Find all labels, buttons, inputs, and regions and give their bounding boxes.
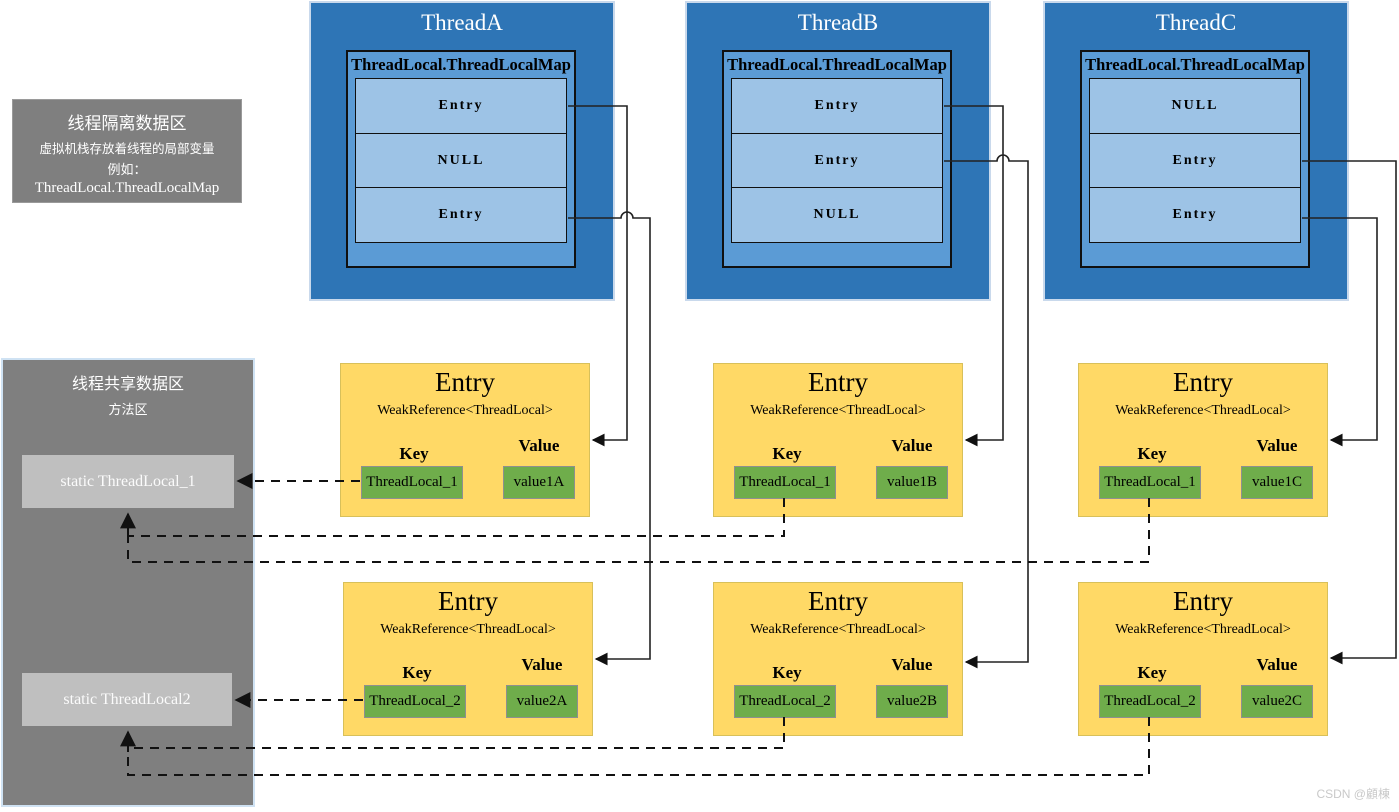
value-chip: value2B [876,685,948,718]
weak-reference-label: WeakReference<ThreadLocal> [380,622,556,637]
entry-title: Entry [1173,586,1233,616]
value-label: Value [518,436,560,455]
entry-box-c2: Entry WeakReference<ThreadLocal> Key Val… [1078,582,1328,736]
entry-box-b2: Entry WeakReference<ThreadLocal> Key Val… [713,582,963,736]
map-title: ThreadLocal.ThreadLocalMap [1085,55,1305,74]
map-slot: NULL [1089,78,1301,134]
map-slots: Entry Entry NULL [731,78,943,243]
isolated-area-line2: 虚拟机栈存放着线程的局部变量 [39,142,215,156]
key-to-static-dashed-lines [127,473,1150,776]
entry-title: Entry [438,586,498,616]
key-label: Key [1137,663,1167,682]
key-chip: ThreadLocal_1 [734,466,836,499]
value-chip: value2C [1241,685,1313,718]
dashed-c2-to-static2 [127,717,1150,776]
threadlocal-map: ThreadLocal.ThreadLocalMap Entry NULL En… [346,50,576,268]
isolated-area-line3: 例如： [107,162,147,177]
shared-area-subtitle: 方法区 [108,402,148,417]
isolated-area-note: 线程隔离数据区 虚拟机栈存放着线程的局部变量 例如： ThreadLocal.T… [12,99,242,203]
shared-area-title: 线程共享数据区 [71,376,184,393]
map-slot: NULL [731,187,943,243]
map-slot: Entry [1089,132,1301,189]
value-chip: value1B [876,466,948,499]
weak-reference-label: WeakReference<ThreadLocal> [377,403,553,418]
map-slots: NULL Entry Entry [1089,78,1301,243]
value-label: Value [1256,436,1298,455]
map-title: ThreadLocal.ThreadLocalMap [351,55,571,74]
map-slot: Entry [355,78,567,134]
value-label: Value [1256,655,1298,674]
key-label: Key [772,444,802,463]
value-label: Value [521,655,563,674]
key-chip: ThreadLocal_1 [1099,466,1201,499]
value-chip: value1A [503,466,575,499]
weak-reference-label: WeakReference<ThreadLocal> [1115,403,1291,418]
map-slots: Entry NULL Entry [355,78,567,243]
dashed-c1-to-static1 [127,498,1150,563]
weak-reference-label: WeakReference<ThreadLocal> [750,403,926,418]
thread-box-a: ThreadA ThreadLocal.ThreadLocalMap Entry… [311,3,613,299]
static-threadlocal-2-box: static ThreadLocal2 [22,673,232,726]
key-chip: ThreadLocal_2 [734,685,836,718]
map-slot: Entry [731,132,943,189]
value-label: Value [891,436,933,455]
weak-reference-label: WeakReference<ThreadLocal> [1115,622,1291,637]
thread-box-c: ThreadC ThreadLocal.ThreadLocalMap NULL … [1045,3,1347,299]
threadlocal-map: ThreadLocal.ThreadLocalMap Entry Entry N… [722,50,952,268]
key-chip: ThreadLocal_2 [364,685,466,718]
map-slot: Entry [731,78,943,134]
entry-box-b1: Entry WeakReference<ThreadLocal> Key Val… [713,363,963,517]
static-threadlocal-1-box: static ThreadLocal_1 [22,455,234,508]
key-label: Key [772,663,802,682]
map-title: ThreadLocal.ThreadLocalMap [727,55,947,74]
entry-title: Entry [1173,367,1233,397]
value-chip: value2A [506,685,578,718]
entry-box-c1: Entry WeakReference<ThreadLocal> Key Val… [1078,363,1328,517]
key-chip: ThreadLocal_1 [361,466,463,499]
entry-box-a2: Entry WeakReference<ThreadLocal> Key Val… [343,582,593,736]
shared-area: 线程共享数据区 方法区 static ThreadLocal_1 static … [3,360,253,805]
value-chip: value1C [1241,466,1313,499]
value-label: Value [891,655,933,674]
key-label: Key [399,444,429,463]
thread-title: ThreadA [421,10,503,35]
entry-title: Entry [808,367,868,397]
weak-reference-label: WeakReference<ThreadLocal> [750,622,926,637]
map-slot: Entry [1089,187,1301,243]
entry-title: Entry [808,586,868,616]
entry-box-a1: Entry WeakReference<ThreadLocal> Key Val… [340,363,590,517]
thread-title: ThreadB [797,10,879,35]
map-slot: Entry [355,187,567,243]
map-slot: NULL [355,132,567,189]
isolated-area-line4: ThreadLocal.ThreadLocalMap [34,180,220,196]
threadlocal-map: ThreadLocal.ThreadLocalMap NULL Entry En… [1080,50,1310,268]
isolated-area-title: 线程隔离数据区 [67,114,187,133]
thread-title: ThreadC [1155,10,1237,35]
key-chip: ThreadLocal_2 [1099,685,1201,718]
key-label: Key [402,663,432,682]
entry-title: Entry [435,367,495,397]
thread-box-b: ThreadB ThreadLocal.ThreadLocalMap Entry… [687,3,989,299]
watermark: CSDN @顧棟 [1316,787,1390,801]
key-label: Key [1137,444,1167,463]
